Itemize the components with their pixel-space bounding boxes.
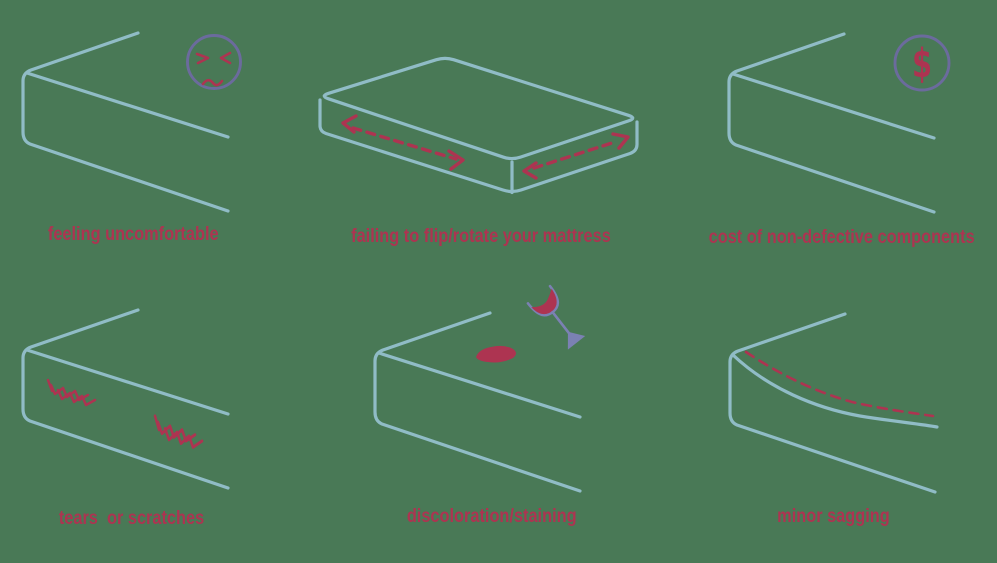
glass-base (567, 331, 586, 350)
mattress-corner-drawing-4 (373, 311, 582, 493)
label-discoloration-staining: discoloration/staining (342, 507, 642, 527)
dollar-glyph: $ (912, 41, 932, 87)
arrow-head-left-1 (341, 114, 358, 134)
mattress-top-face (322, 56, 635, 161)
mattress-corner-sagging-drawing (728, 312, 939, 494)
mattress-top-edge (25, 348, 230, 416)
dashed-arrow-shaft-2 (532, 141, 614, 170)
label-cost-components: cost of non-defective components (687, 228, 987, 248)
label-flip-rotate: failing to flip/rotate your mattress (330, 227, 630, 247)
label-text: cost of non-defective components (708, 227, 975, 248)
dashed-arrow-shaft-1 (351, 126, 458, 161)
label-text: tears or scratches (58, 508, 204, 529)
face-features (195, 51, 232, 87)
label-minor-sagging: minor sagging (683, 507, 983, 527)
left-eye (195, 52, 210, 65)
wavy-mouth (201, 78, 224, 87)
dollar-sign-icon: $ (893, 34, 951, 92)
mattress-edge-lines (373, 311, 582, 493)
arrow-head-left-2 (522, 161, 538, 180)
mattress-top-edge (377, 351, 582, 419)
right-eye (219, 51, 232, 65)
scratch-mark-1 (46, 378, 97, 407)
scratch-marks-icon (46, 378, 204, 449)
arrow-head-right-1 (447, 149, 465, 171)
label-feeling-uncomfortable: feeling uncomfortable (3, 225, 263, 245)
rotate-arrows-icon (341, 114, 630, 180)
sag-dashed-line-icon (744, 350, 935, 418)
label-tears-scratches: tears or scratches (1, 509, 261, 529)
dollar-circle (893, 34, 951, 92)
mattress-edge-lines (727, 32, 936, 214)
label-text: feeling uncomfortable (47, 224, 219, 245)
label-text: failing to flip/rotate your mattress (351, 226, 611, 247)
mattress-corner-drawing-3 (21, 308, 230, 490)
annoyed-face-icon (186, 34, 242, 90)
mattress-full-box-drawing (318, 56, 639, 195)
scratch-mark-2 (153, 414, 204, 449)
mattress-side-edges (318, 98, 639, 194)
label-text: minor sagging (776, 506, 890, 527)
mattress-corner-drawing-2 (727, 32, 936, 214)
stain-blob-icon (476, 345, 516, 363)
mattress-edge-lines (21, 308, 230, 490)
mattress-edge-lines (728, 312, 937, 494)
mattress-corner-drawing-1 (21, 31, 230, 213)
face-circle (186, 34, 242, 90)
spilled-wine-glass-icon (526, 284, 586, 350)
mattress-edge-lines (21, 31, 230, 213)
sagging-top-edge (731, 353, 939, 429)
label-text: discoloration/staining (407, 506, 577, 527)
arrow-head-right-2 (611, 132, 630, 150)
wine-fill (531, 288, 557, 315)
